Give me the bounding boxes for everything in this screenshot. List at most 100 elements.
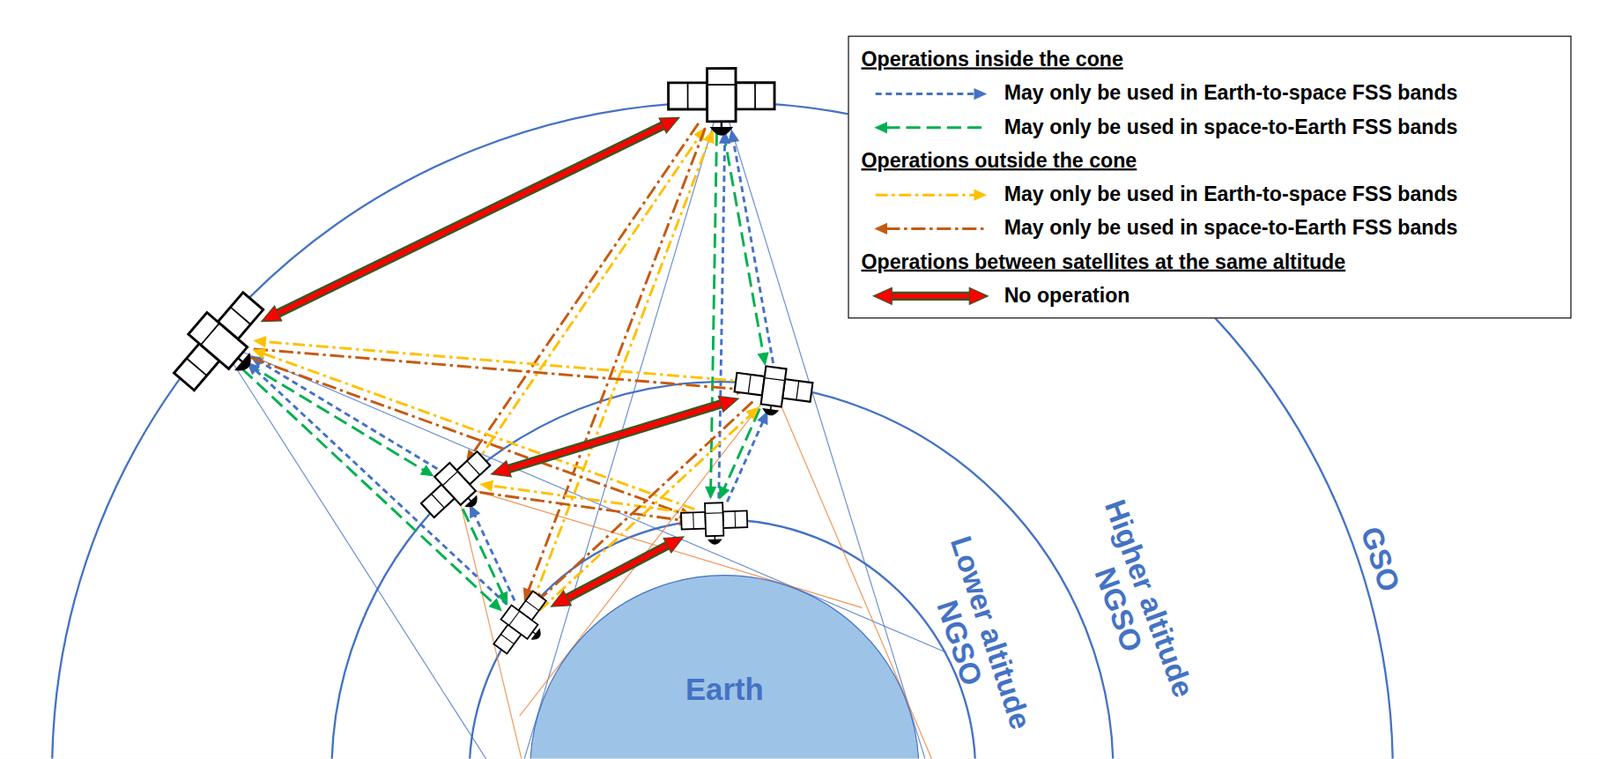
dish	[762, 408, 778, 416]
legend-arrowhead	[974, 88, 986, 99]
legend-sample	[866, 213, 994, 245]
orbit-ring	[331, 381, 1113, 758]
link-arrowhead	[470, 504, 481, 518]
link-line	[242, 368, 496, 605]
satellite-icon	[681, 501, 749, 545]
legend-text: May only be used in space-to-Earth FSS b…	[1004, 216, 1459, 241]
link-line	[723, 408, 761, 491]
legend-row: May only be used in Earth-to-space FSS b…	[849, 78, 1571, 110]
link-arrowhead	[253, 348, 267, 359]
link-line	[488, 485, 693, 514]
panel-divider	[500, 634, 514, 645]
body-line	[200, 323, 220, 346]
legend-arrowhead	[974, 189, 986, 200]
no-op-line	[274, 123, 667, 315]
legend-row: Operations between satellites at the sam…	[849, 246, 1571, 278]
earth-circle: Earth	[529, 574, 919, 758]
link-line	[480, 492, 684, 521]
no-op-line-edge	[274, 123, 667, 315]
legend-heading: Operations outside the cone	[860, 148, 1137, 173]
satellite-part	[668, 82, 708, 110]
link-line	[258, 360, 438, 469]
link-line	[733, 138, 774, 363]
orbit-label: Higher altitude NGSO	[1059, 475, 1206, 734]
satellite-part	[704, 502, 724, 536]
link-line	[474, 512, 516, 601]
no-op-line-edge	[504, 402, 725, 470]
legend-line	[885, 125, 986, 129]
link-line	[262, 340, 750, 382]
link-line	[471, 123, 699, 456]
body-line	[509, 610, 520, 625]
legend-sample	[866, 78, 994, 110]
legend-sample	[866, 111, 994, 143]
panel-divider	[796, 380, 800, 400]
link-line	[527, 127, 706, 593]
node-text: Earth	[530, 672, 919, 707]
satellite-part	[782, 378, 813, 402]
legend-line	[875, 92, 976, 96]
satellite-part	[722, 510, 748, 528]
legend-sample	[866, 179, 994, 211]
panel-divider	[734, 511, 737, 528]
body-line	[442, 471, 458, 486]
link-arrowhead	[703, 130, 714, 143]
dish	[708, 539, 722, 544]
link-line	[462, 508, 504, 597]
no-op-arrowhead	[261, 305, 282, 322]
panel-divider	[687, 82, 689, 110]
no-op-arrowhead	[969, 287, 988, 304]
link-arrowhead	[746, 407, 758, 419]
legend-heading: Operations between satellites at the sam…	[860, 250, 1346, 275]
body-line	[764, 377, 786, 381]
dish	[466, 496, 481, 511]
orbit-label: Lower altitude NGSO	[907, 516, 1043, 759]
no-op-arrowhead	[491, 460, 512, 477]
no-op-arrowhead	[718, 395, 739, 412]
no-op-line	[504, 402, 725, 470]
panel-divider	[230, 306, 252, 325]
dish	[532, 629, 544, 643]
body-line	[704, 511, 723, 514]
satellite-part	[501, 604, 539, 638]
no-op-arrowhead	[659, 117, 680, 134]
satellite-icon	[732, 362, 815, 420]
legend-row: Operations outside the cone	[849, 146, 1571, 178]
link-arrowhead	[497, 591, 508, 604]
legend-box: Operations inside the coneMay only be us…	[847, 36, 1571, 319]
legend-text: May only be used in Earth-to-space FSS b…	[1004, 81, 1459, 106]
link-arrowhead	[757, 411, 767, 424]
link-arrowhead	[421, 465, 434, 475]
panel-divider	[748, 374, 751, 393]
link-arrowhead	[728, 130, 739, 143]
link-arrowhead	[481, 480, 493, 490]
satellite-part	[188, 312, 248, 370]
satellite-part	[434, 462, 476, 505]
legend-row: No operation	[849, 280, 1571, 312]
link-arrowhead	[489, 599, 502, 611]
satellite-icon	[162, 282, 283, 407]
body-line	[707, 83, 736, 86]
legend-arrowhead	[875, 122, 888, 133]
link-arrowhead	[254, 336, 267, 347]
panel-divider	[525, 600, 540, 610]
legend-line	[875, 193, 976, 197]
legend-text: May only be used in Earth-to-space FSS b…	[1004, 182, 1459, 207]
link-arrowhead	[758, 352, 769, 365]
link-line	[723, 132, 764, 357]
panel-divider	[692, 511, 695, 529]
satellite-part	[734, 372, 765, 396]
no-op-arrowhead	[873, 287, 892, 304]
legend-row: May only be used in Earth-to-space FSS b…	[849, 179, 1571, 211]
orbit-ring	[469, 519, 976, 759]
panel-divider	[466, 460, 481, 475]
satellite-part	[761, 365, 787, 407]
cone-line	[219, 341, 947, 652]
legend-text: No operation	[1004, 283, 1131, 308]
satellite-icon	[486, 585, 559, 664]
link-arrowhead	[719, 486, 729, 499]
legend-row: Operations inside the cone	[849, 44, 1571, 76]
satellite-icon	[668, 68, 776, 135]
legend-heading: Operations inside the cone	[860, 47, 1123, 72]
